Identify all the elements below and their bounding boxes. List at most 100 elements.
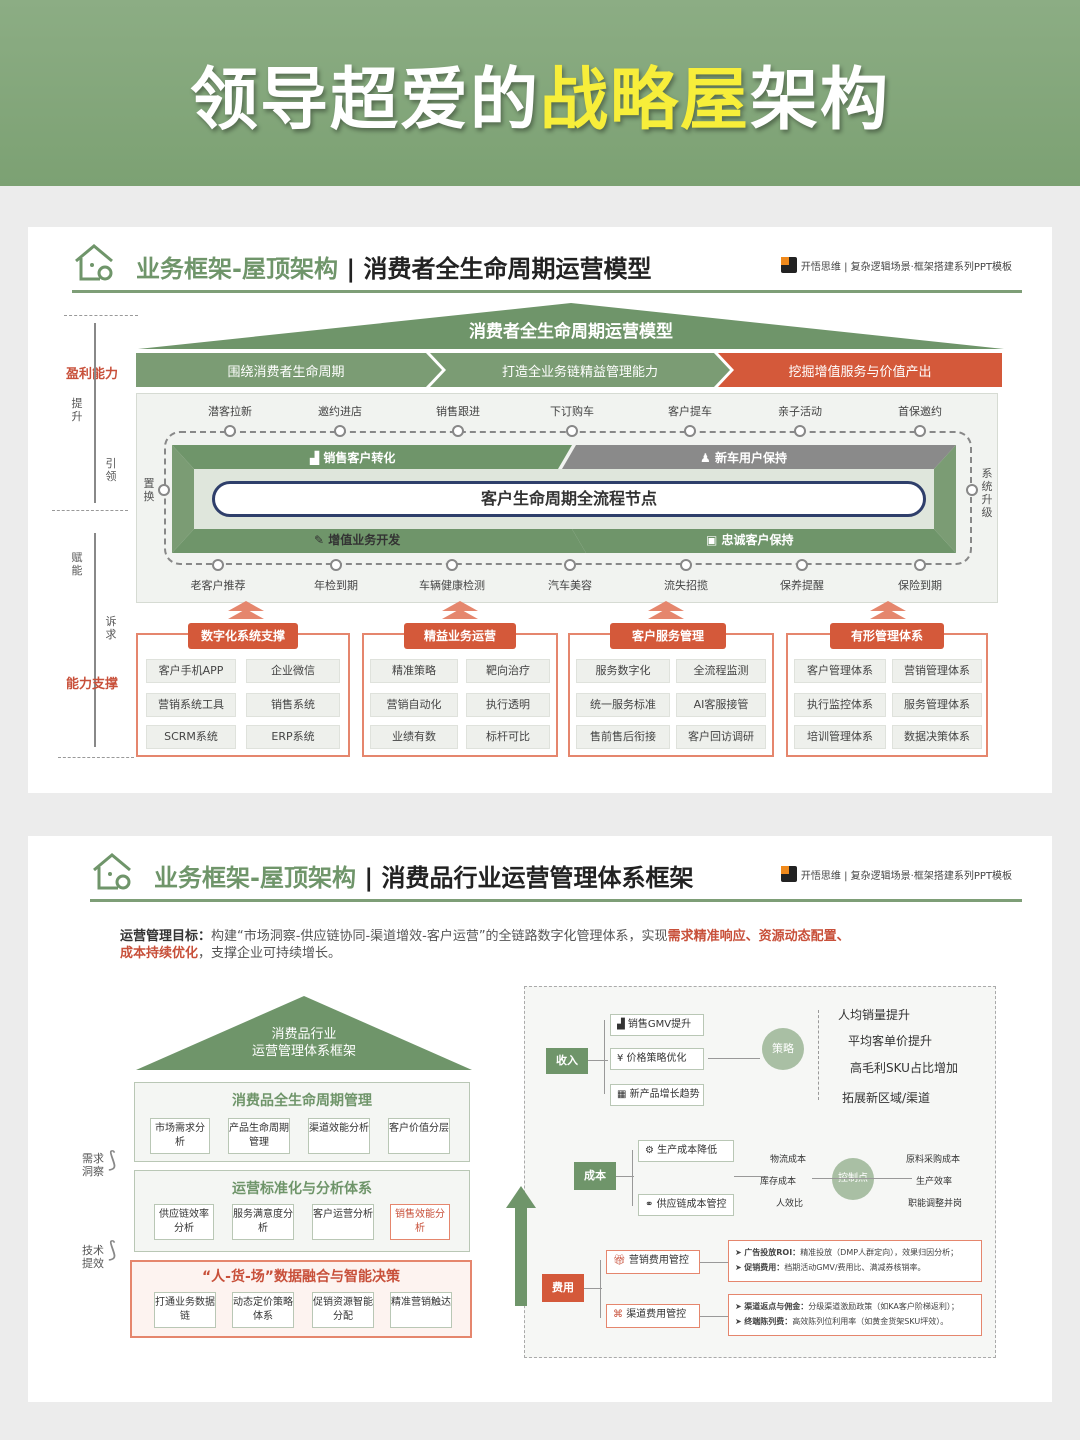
goal-text: 运营管理目标：构建“市场洞察-供应链协同-渠道增效-客户运营”的全链路数字化管理… <box>120 929 850 961</box>
roof-2-title: 消费品行业运营管理体系框架 <box>251 1027 356 1059</box>
expense-connector <box>584 1288 602 1289</box>
cost-connector <box>616 1176 634 1177</box>
block-3-item-3: 统一服务标准 <box>576 693 670 717</box>
cost-left-2: 库存成本 <box>760 1177 797 1187</box>
left-arrow-line-2 <box>94 533 96 747</box>
income-label: 收入 <box>546 1048 588 1074</box>
arrow-band-2: 打造全业务链精益管理能力 <box>501 365 658 380</box>
top-node-5: 客户提车 <box>668 405 712 418</box>
newcar-band-label: ♟ 新车用户保持 <box>700 451 787 465</box>
cost-left-3: 人效比 <box>776 1199 804 1209</box>
bottom-dot-2 <box>330 559 342 571</box>
sec2-item-2: 服务满意度分析 <box>232 1204 294 1240</box>
sec1-item-2: 产品生命周期管理 <box>228 1118 290 1154</box>
bottom-node-4: 汽车美容 <box>548 579 592 592</box>
bottom-node-7: 保险到期 <box>898 579 942 592</box>
block-1-item-3: 营销系统工具 <box>146 693 236 717</box>
slide-2-title: 业务框架-屋顶架构 | 消费品行业运营管理体系框架 <box>154 864 694 892</box>
slide-1-header: 业务框架-屋顶架构 | 消费者全生命周期运营模型 开悟思维 | 复杂逻辑场景·框… <box>72 239 1022 293</box>
sec1-item-4: 客户价值分层 <box>388 1118 450 1154</box>
gears-icon: ⚙ <box>645 1145 658 1156</box>
block-3-item-4: AI客服接管 <box>676 693 766 717</box>
roof-title: 消费者全生命周期运营模型 <box>469 322 673 342</box>
banner-title: 领导超爱的战略屋架构 <box>189 60 891 140</box>
top-node-1: 潜客拉新 <box>208 405 252 418</box>
top-dot-7 <box>914 425 926 437</box>
swap-dot <box>158 484 170 496</box>
top-dot-2 <box>334 425 346 437</box>
section-lifecycle-title: 消费品全生命周期管理 <box>232 1093 372 1109</box>
income-item-3: ▦ 新产品增长趋势 <box>610 1084 704 1106</box>
home-gear-icon <box>93 853 131 890</box>
up-chevron-icon-4 <box>870 601 906 619</box>
block-4-item-1: 客户管理体系 <box>794 659 886 683</box>
section-standard-title: 运营标准化与分析体系 <box>232 1181 372 1197</box>
income-outcome-3: 高毛利SKU占比增加 <box>850 1061 958 1075</box>
income-outcome-1: 人均销量提升 <box>838 1008 911 1022</box>
income-item-2: ¥ 价格策略优化 <box>610 1048 704 1070</box>
cost-to-hub <box>734 1176 768 1177</box>
block-3-item-1: 服务数字化 <box>576 659 670 683</box>
banner: 领导超爱的战略屋架构 <box>0 0 1080 186</box>
sec3-item-3: 促销资源智能分配 <box>312 1292 374 1328</box>
bottom-dot-4 <box>564 559 576 571</box>
income-outcome-4: 拓展新区域/渠道 <box>842 1091 931 1105</box>
tech-label: 技术提效 <box>82 1244 104 1270</box>
bottom-dot-5 <box>680 559 692 571</box>
block-1-item-1: 客户手机APP <box>146 659 236 683</box>
left-divider-mid <box>52 510 128 511</box>
block-2-item-4: 执行透明 <box>466 693 550 717</box>
sec2-item-3: 客户运营分析 <box>312 1204 374 1240</box>
block-2-item-6: 标杆可比 <box>466 725 550 749</box>
cost-right-3: 职能调整并岗 <box>908 1199 963 1209</box>
block-1-item-5: SCRM系统 <box>146 725 236 749</box>
cost-left-1: 物流成本 <box>770 1155 807 1165</box>
upgrade-dot <box>966 484 978 496</box>
up-arrow-icon <box>506 1186 536 1306</box>
swap-label: 置换 <box>143 477 155 503</box>
support-label: 能力支撑 <box>66 677 119 692</box>
pencil-icon: ✎ <box>314 533 329 547</box>
block-2-item-2: 靶向治疗 <box>466 659 550 683</box>
expense-label: 费用 <box>542 1274 584 1302</box>
block-3-item-6: 客户回访调研 <box>676 725 766 749</box>
sec3-item-2: 动态定价策略体系 <box>232 1292 294 1328</box>
top-dot-4 <box>566 425 578 437</box>
expense-note-2a: ➤ 渠道返点与佣金：分级渠道激励政策（如KA客户阶梯返利）； <box>735 1302 959 1311</box>
up-chevron-icon-3 <box>648 601 684 619</box>
block-2-item-1: 精准策略 <box>370 659 458 683</box>
top-node-7: 首保邀约 <box>898 405 942 418</box>
arrow-bands <box>136 353 1002 387</box>
sec3-item-4: 精准营销触达 <box>390 1292 452 1328</box>
insight-label: 需求洞察 <box>82 1152 104 1178</box>
slide-2-header: 业务框架-屋顶架构 | 消费品行业运营管理体系框架 开悟思维 | 复杂逻辑场景·… <box>90 848 1022 902</box>
block-3-item-5: 售前售后衔接 <box>576 725 670 749</box>
expense-note-1a: ➤ 广告投放ROI：精准投放（DMP人群定向），效果归因分析； <box>735 1248 959 1257</box>
expense-line-1 <box>700 1262 728 1263</box>
top-node-4: 下订购车 <box>550 405 594 418</box>
support-block-1-title: 数字化系统支撑 <box>188 623 298 649</box>
block-4-item-3: 执行监控体系 <box>794 693 886 717</box>
chart-icon: ▟ <box>310 451 324 465</box>
left-arrow-line-1 <box>94 323 96 503</box>
block-3-item-2: 全流程监测 <box>676 659 766 683</box>
block-2-item-3: 营销自动化 <box>370 693 458 717</box>
expense-line-2 <box>700 1316 728 1317</box>
top-dot-1 <box>224 425 236 437</box>
block-1-item-6: ERP系统 <box>246 725 340 749</box>
bottom-dot-6 <box>796 559 808 571</box>
bottom-node-1: 老客户推荐 <box>190 579 246 592</box>
upgrade-label: 系统升级 <box>981 467 993 519</box>
expense-notes-1: ➤ 广告投放ROI：精准投放（DMP人群定向），效果归因分析； ➤ 促销费用：档… <box>728 1240 982 1282</box>
user-icon: ♟ <box>700 451 715 465</box>
brand-label: 开悟思维 | 复杂逻辑场景·框架搭建系列PPT模板 <box>780 257 1012 273</box>
curve-arrow-icon-1: ⟆ <box>108 1148 117 1173</box>
support-block-3-title: 客户服务管理 <box>610 623 726 649</box>
gift-icon: 🎁︎ <box>613 1255 629 1266</box>
slide-2: 业务框架-屋顶架构 | 消费品行业运营管理体系框架 开悟思维 | 复杂逻辑场景·… <box>28 836 1052 1402</box>
badge-icon: ▣ <box>706 533 722 547</box>
control-hub: 控制点 <box>832 1158 874 1200</box>
top-dot-5 <box>684 425 696 437</box>
bottom-node-2: 年检到期 <box>314 579 358 592</box>
network-icon: ⌘ <box>613 1309 627 1320</box>
